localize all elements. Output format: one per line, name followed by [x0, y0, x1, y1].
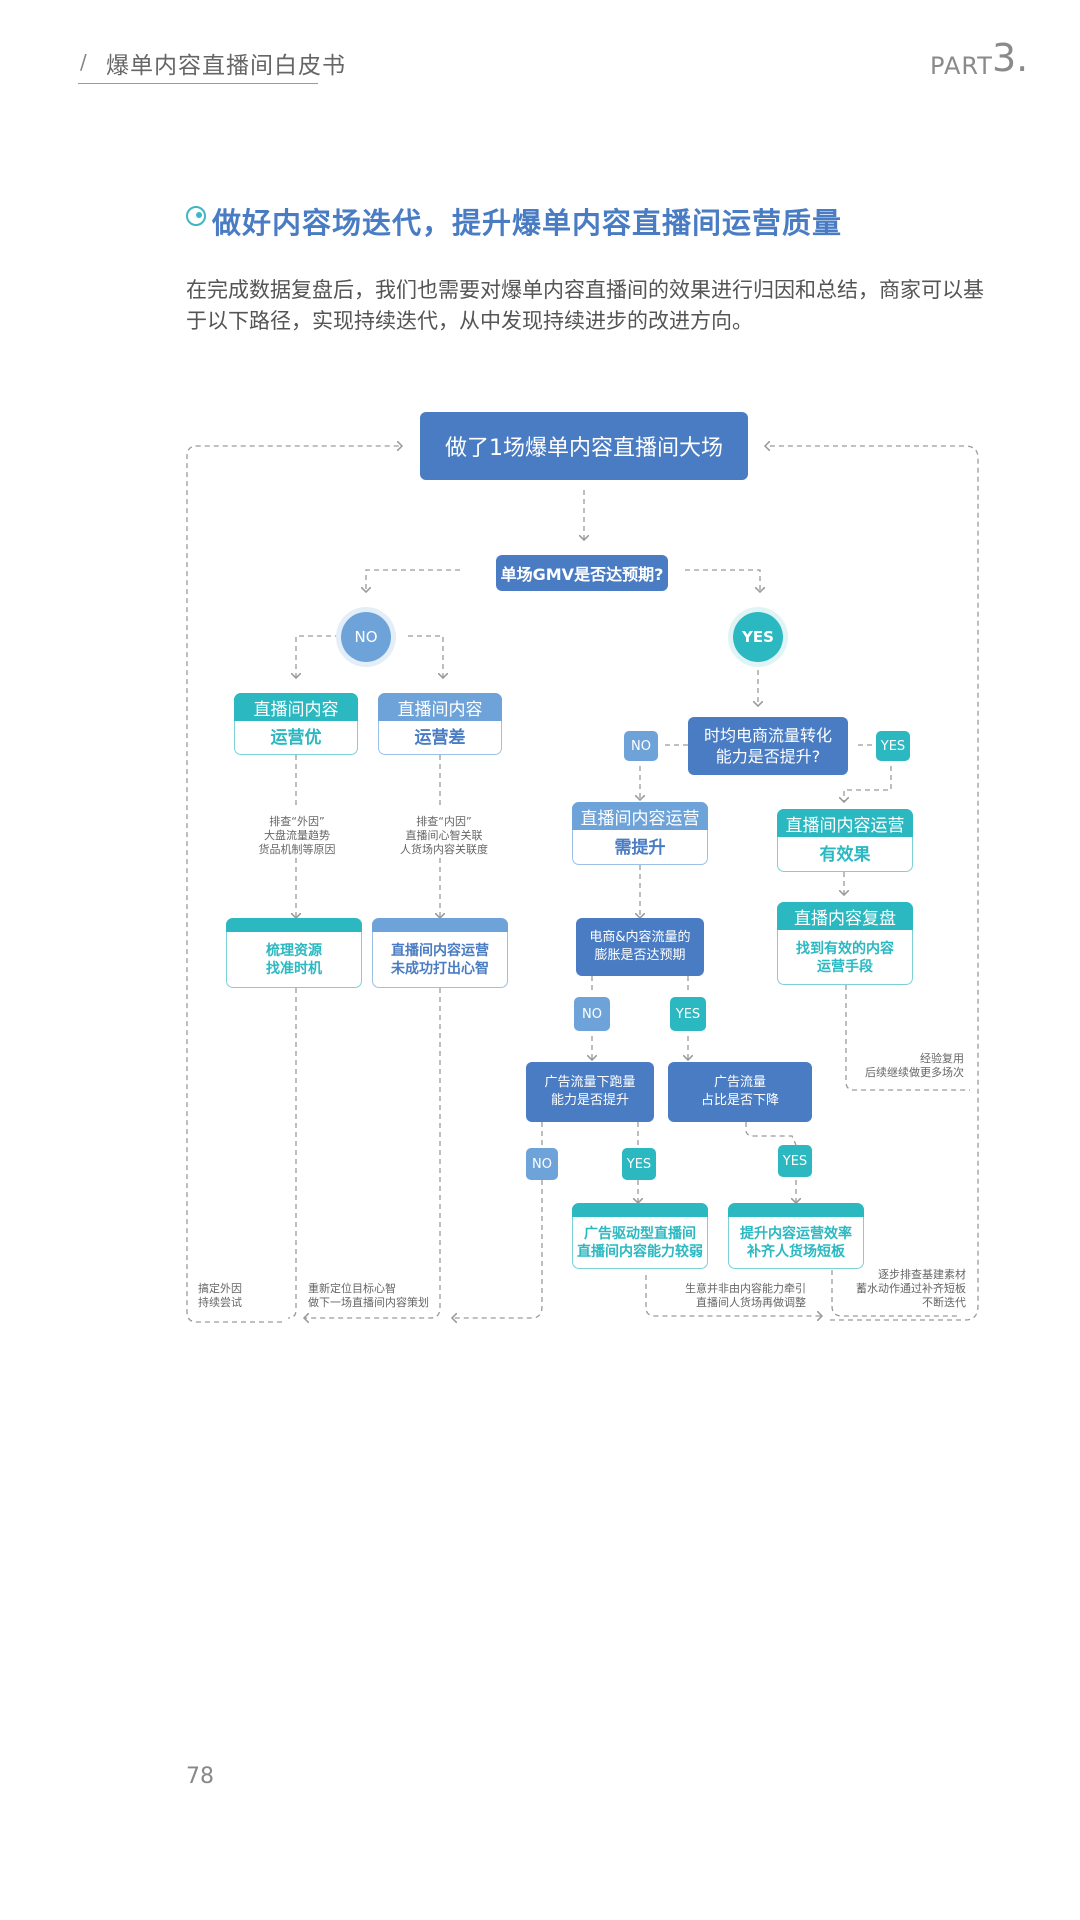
note-check-external: 排查“外因” 大盘流量趋势 货品机制等原因: [258, 815, 336, 856]
note-reposition: 重新定位目标心智 做下一场直播间内容策划: [308, 1282, 429, 1309]
convert-question-box: 时均电商流量转化 能力是否提升?: [688, 717, 848, 775]
section-bullet-icon: [186, 206, 206, 226]
mind-fail-head: [372, 918, 508, 932]
ad-run-yes-pill: YES: [622, 1148, 656, 1180]
convert-yes-pill: YES: [876, 731, 910, 761]
mind-fail-body: 直播间内容运营 未成功打出心智: [391, 943, 489, 977]
gmv-question-box: 单场GMV是否达预期?: [496, 555, 668, 591]
ops-need-head: 直播间内容运营: [572, 802, 708, 830]
ops-need-card: 直播间内容运营 需提升: [572, 802, 708, 865]
note-check-internal: 排查“内因” 直播间心智关联 人货场内容关联度: [400, 815, 488, 856]
note-iterate: 逐步排查基建素材 蓄水动作通过补齐短板 不断迭代: [856, 1268, 966, 1309]
part-number: 3.: [992, 36, 1029, 80]
note-fix-external: 搞定外因 持续尝试: [198, 1282, 242, 1309]
ad-share-question-box: 广告流量 占比是否下降: [668, 1062, 812, 1122]
ad-driven-body: 广告驱动型直播间 直播间内容能力较弱: [577, 1226, 703, 1260]
content-good-card: 直播间内容 运营优: [234, 693, 358, 755]
gmv-yes-circle: YES: [733, 612, 783, 662]
ad-share-yes-pill: YES: [778, 1145, 812, 1177]
sort-resources-card: 梳理资源 找准时机: [226, 918, 362, 988]
expand-no-pill: NO: [574, 997, 610, 1031]
expand-question-box: 电商&内容流量的 膨胀是否达预期: [576, 918, 704, 976]
review-body: 找到有效的内容 运营手段: [796, 940, 894, 975]
header-underline: [78, 83, 318, 84]
content-good-head: 直播间内容: [234, 693, 358, 721]
sort-resources-head: [226, 918, 362, 932]
ad-run-no-pill: NO: [526, 1148, 558, 1180]
intro-paragraph: 在完成数据复盘后，我们也需要对爆单内容直播间的效果进行归因和总结，商家可以基于以…: [186, 278, 984, 333]
header-slash: /: [80, 50, 87, 74]
ops-effective-body: 有效果: [819, 844, 871, 865]
convert-no-pill: NO: [624, 731, 658, 761]
ad-driven-head: [572, 1203, 708, 1217]
ops-effective-head: 直播间内容运营: [777, 809, 913, 837]
improve-head: [728, 1203, 864, 1217]
note-experience-reuse: 经验复用 后续继续做更多场次: [865, 1052, 964, 1079]
section-title: 做好内容场迭代，提升爆单内容直播间运营质量: [212, 206, 843, 240]
gmv-no-circle: NO: [341, 612, 391, 662]
improve-card: 提升内容运营效率 补齐人货场短板: [728, 1203, 864, 1269]
part-label: PART: [930, 52, 993, 80]
ops-effective-card: 直播间内容运营 有效果: [777, 809, 913, 872]
ad-driven-card: 广告驱动型直播间 直播间内容能力较弱: [572, 1203, 708, 1269]
review-head: 直播内容复盘: [777, 902, 913, 930]
mind-fail-card: 直播间内容运营 未成功打出心智: [372, 918, 508, 988]
start-box: 做了1场爆单内容直播间大场: [420, 412, 748, 480]
content-bad-head: 直播间内容: [378, 693, 502, 721]
review-card: 直播内容复盘 找到有效的内容 运营手段: [777, 902, 913, 985]
page-number: 78: [186, 1764, 214, 1789]
content-bad-card: 直播间内容 运营差: [378, 693, 502, 755]
expand-yes-pill: YES: [670, 997, 706, 1031]
ops-need-body: 需提升: [614, 837, 666, 858]
ad-run-question-box: 广告流量下跑量 能力是否提升: [526, 1062, 654, 1122]
header-title: 爆单内容直播间白皮书: [106, 53, 346, 79]
sort-resources-body: 梳理资源 找准时机: [266, 943, 322, 977]
note-not-content-driven: 生意并非由内容能力牵引 直播间人货场再做调整: [685, 1282, 806, 1309]
improve-body: 提升内容运营效率 补齐人货场短板: [740, 1226, 852, 1260]
content-bad-body: 运营差: [414, 728, 466, 748]
content-good-body: 运营优: [270, 728, 322, 748]
